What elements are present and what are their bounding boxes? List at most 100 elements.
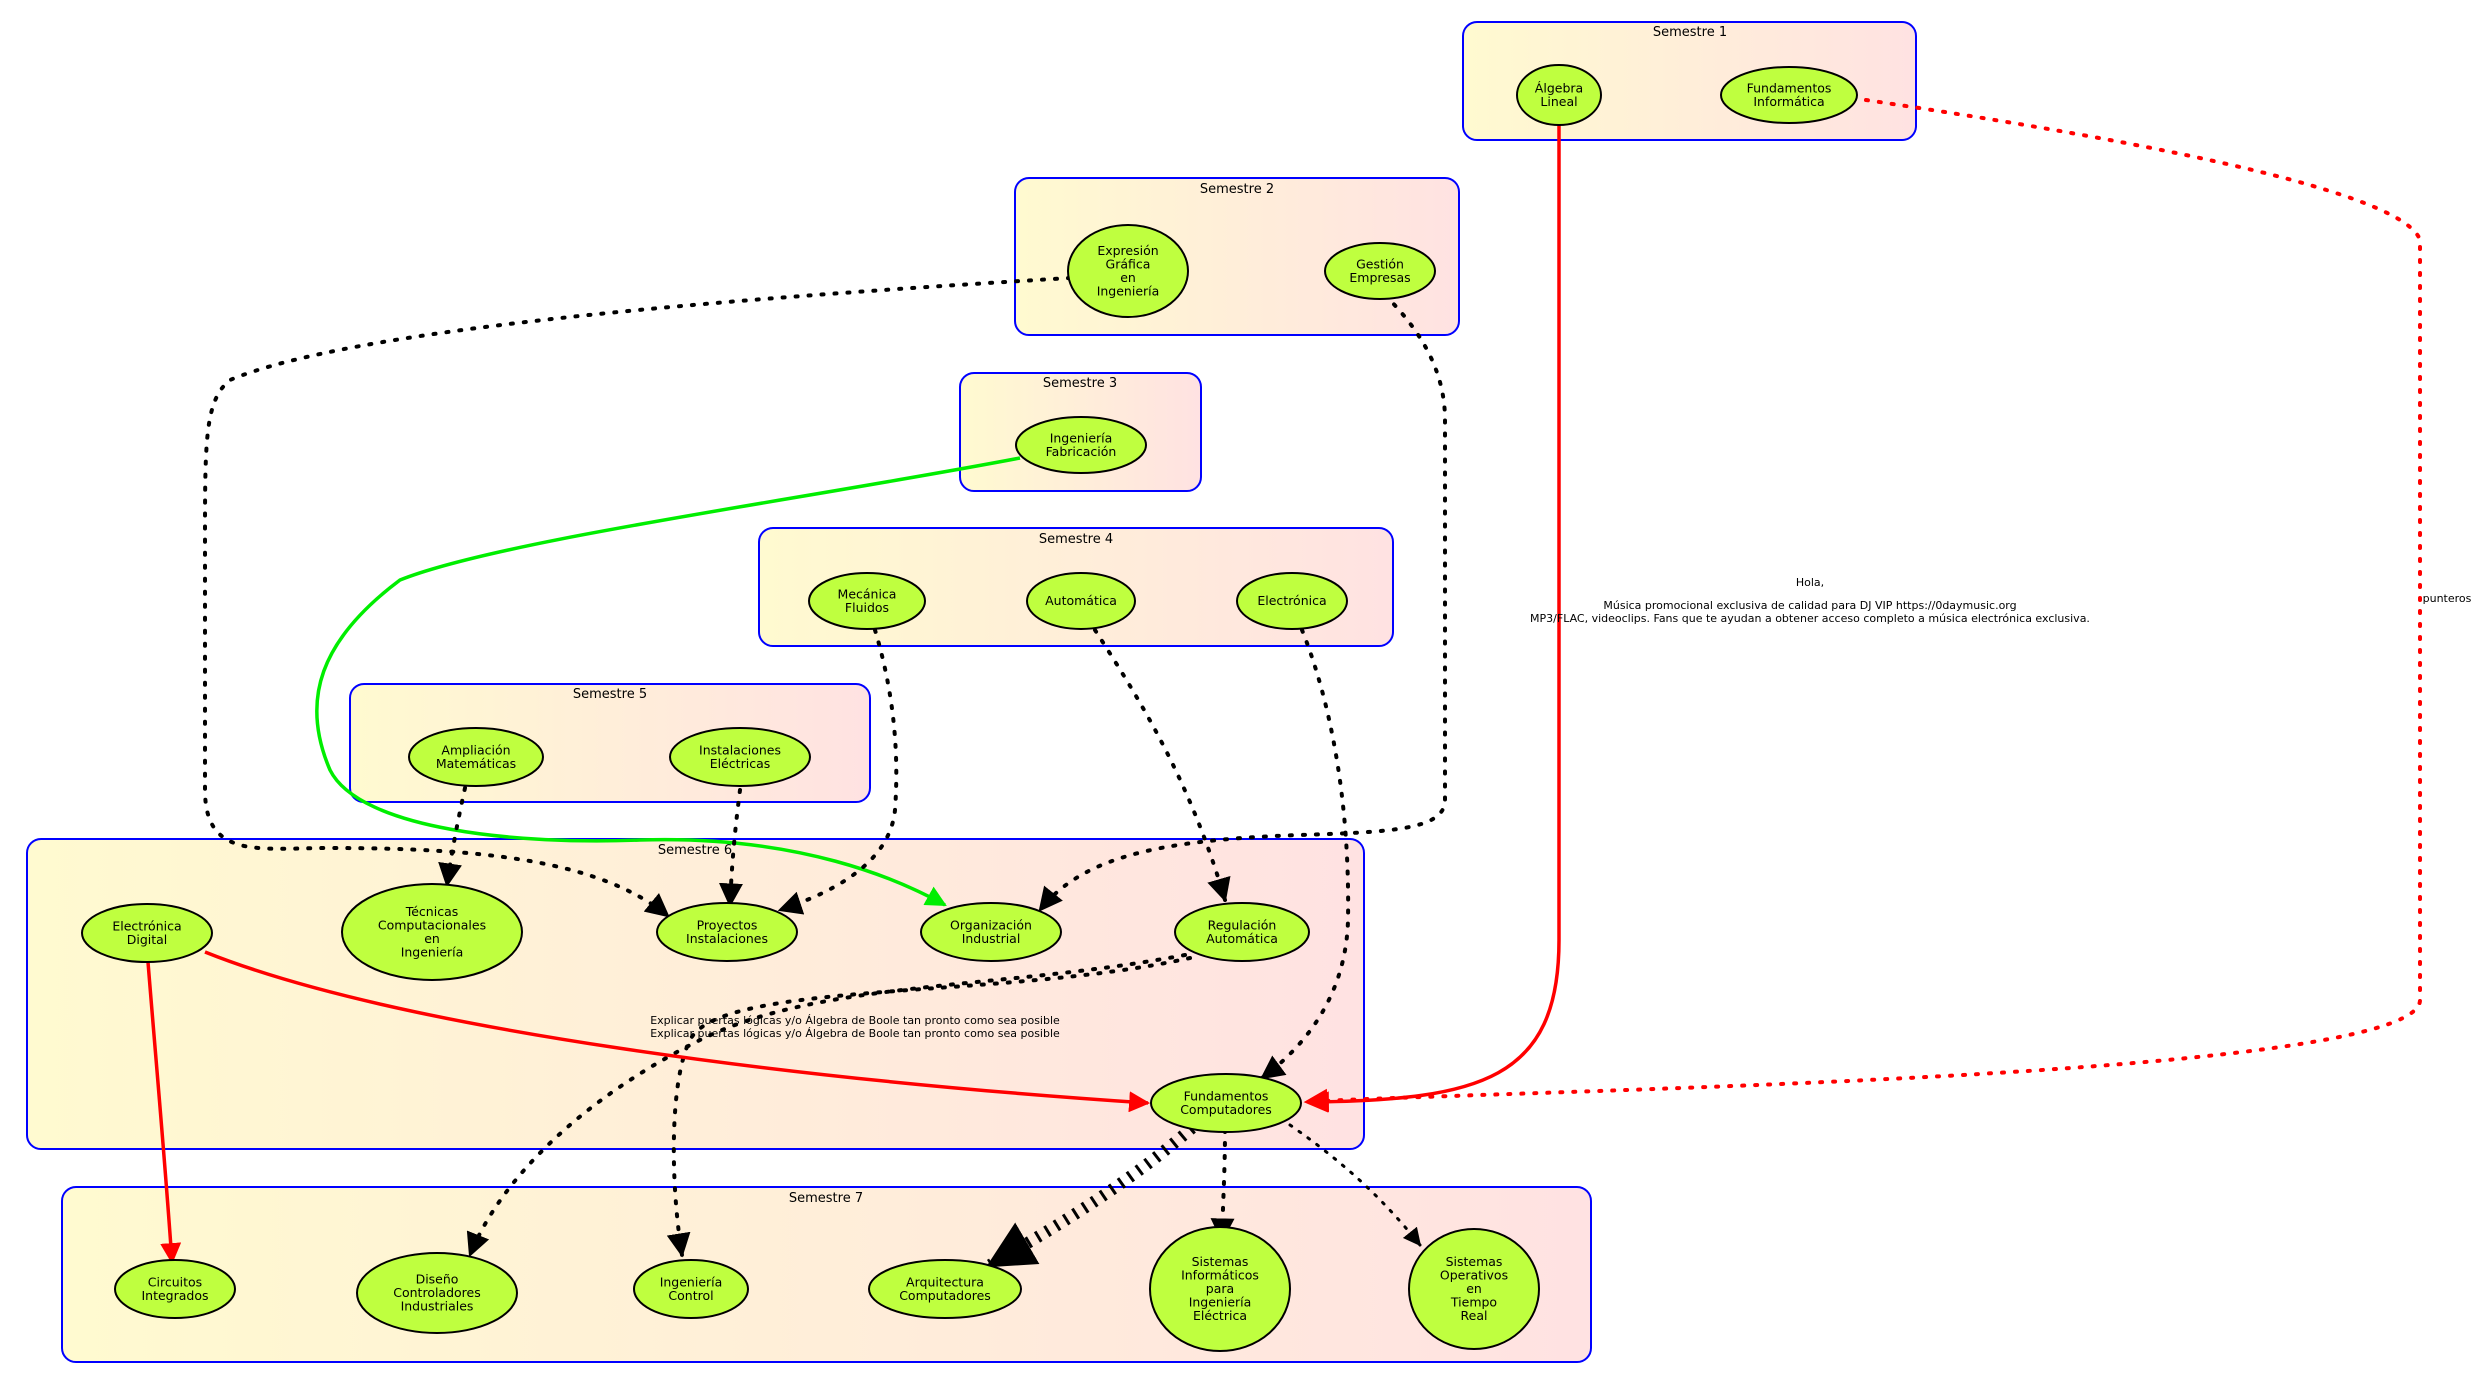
node-ellipse[interactable] [868, 1259, 1022, 1319]
node-label-line: Controladores [393, 1285, 481, 1300]
node-label-line: Computacionales [378, 917, 486, 932]
edge-elecdigital-fundcomp [204, 950, 1151, 1113]
node-label-line: Industriales [401, 1299, 474, 1314]
edge-fundcomp-sistinf [1210, 1128, 1235, 1243]
node-label-line: Regulación [1208, 917, 1277, 932]
node-ellipse[interactable] [408, 727, 544, 787]
node-label-line: para [1206, 1281, 1234, 1296]
edge-electronica-fundcomp [1260, 628, 1351, 1080]
node-ellipse[interactable] [1150, 1073, 1302, 1133]
node-label-line: Ingeniería [401, 944, 464, 959]
node-ellipse[interactable] [114, 1259, 236, 1319]
node-label-line: Expresión [1097, 243, 1158, 258]
node-label-line: Sistemas [1192, 1254, 1249, 1269]
edges [146, 98, 2422, 1271]
node-label-line: Integrados [141, 1288, 208, 1303]
node-label-line: Operativos [1440, 1268, 1508, 1283]
node-electronica[interactable]: Electrónica [1236, 572, 1348, 630]
node-label-line: Gráfica [1106, 256, 1151, 271]
node-label-line: en [1120, 270, 1136, 285]
node-label-line: Real [1461, 1308, 1488, 1323]
cluster-label: Semestre 1 [1653, 25, 1727, 40]
node-label-line: Diseño [416, 1272, 459, 1287]
edge-fundcomp-sistop [1288, 1123, 1422, 1247]
node-ellipse[interactable] [1324, 242, 1436, 300]
edge-label-explicar: Explicar puertas lógicas y/o Álgebra de … [650, 1014, 1060, 1040]
node-ellipse[interactable] [1720, 66, 1858, 124]
edge-fundcomp-arquitectura [985, 1123, 1196, 1271]
node-label-line: Electrónica [1257, 593, 1326, 608]
node-label-line: Arquitectura [906, 1274, 984, 1289]
node-ellipse[interactable] [633, 1259, 749, 1319]
node-ellipse[interactable] [1067, 224, 1189, 318]
node-ellipse[interactable] [356, 1252, 518, 1334]
node-ellipse[interactable] [1408, 1228, 1540, 1350]
node-ellipse[interactable] [1516, 64, 1602, 126]
node-label-line: Álgebra [1535, 80, 1583, 95]
cluster-label: Semestre 6 [658, 843, 732, 858]
node-ellipse[interactable] [1026, 572, 1136, 630]
node-ellipse[interactable] [920, 902, 1062, 962]
node-ellipse[interactable] [1236, 572, 1348, 630]
cluster-label: Semestre 3 [1043, 376, 1117, 391]
cluster-label: Semestre 5 [573, 687, 647, 702]
node-label-line: Informáticos [1181, 1268, 1259, 1283]
node-label-line: Fluidos [845, 600, 889, 615]
node-ellipse[interactable] [656, 902, 798, 962]
node-label-line: Computadores [1180, 1102, 1272, 1117]
node-label-line: Digital [127, 932, 168, 947]
node-ellipse[interactable] [1174, 902, 1310, 962]
svg-text:Explicar puertas lógicas y/o Á: Explicar puertas lógicas y/o Álgebra de … [650, 1027, 1060, 1040]
cluster-label: Semestre 2 [1200, 182, 1274, 197]
node-label-line: Industrial [962, 931, 1021, 946]
node-label-line: Computadores [899, 1288, 991, 1303]
node-label-line: Eléctricas [710, 756, 771, 771]
node-label-line: Automática [1206, 931, 1278, 946]
node-automatica[interactable]: Automática [1026, 572, 1136, 630]
edge-mecanica-proyectos [777, 628, 899, 915]
node-ellipse[interactable] [341, 883, 523, 981]
node-label-line: Empresas [1349, 270, 1410, 285]
node-label-line: Proyectos [697, 917, 758, 932]
node-ellipse[interactable] [669, 727, 811, 787]
svg-text:MP3/FLAC, videoclips. Fans que: MP3/FLAC, videoclips. Fans que te ayudan… [1530, 612, 2090, 625]
edge-ingfab-organizacion [315, 456, 1021, 907]
node-ellipse[interactable] [808, 572, 926, 630]
node-ellipse[interactable] [81, 903, 213, 963]
node-label-line: Ingeniería [1189, 1295, 1252, 1310]
node-ellipse[interactable] [1149, 1226, 1291, 1352]
node-label-line: Ingeniería [1097, 283, 1160, 298]
node-label-line: Ingeniería [1050, 430, 1113, 445]
cluster-label: Semestre 7 [789, 1191, 863, 1206]
node-label-line: en [424, 931, 440, 946]
node-sist-inf[interactable]: SistemasInformáticosparaIngenieríaEléctr… [1149, 1226, 1291, 1352]
node-label-line: Electrónica [112, 918, 181, 933]
node-label-line: Circuitos [148, 1274, 202, 1289]
node-label-line: Instalaciones [686, 931, 768, 946]
node-label-line: Informática [1753, 94, 1824, 109]
node-label-line: Ingeniería [660, 1274, 723, 1289]
node-ellipse[interactable] [1015, 416, 1147, 474]
node-label-line: Tiempo [1450, 1295, 1497, 1310]
